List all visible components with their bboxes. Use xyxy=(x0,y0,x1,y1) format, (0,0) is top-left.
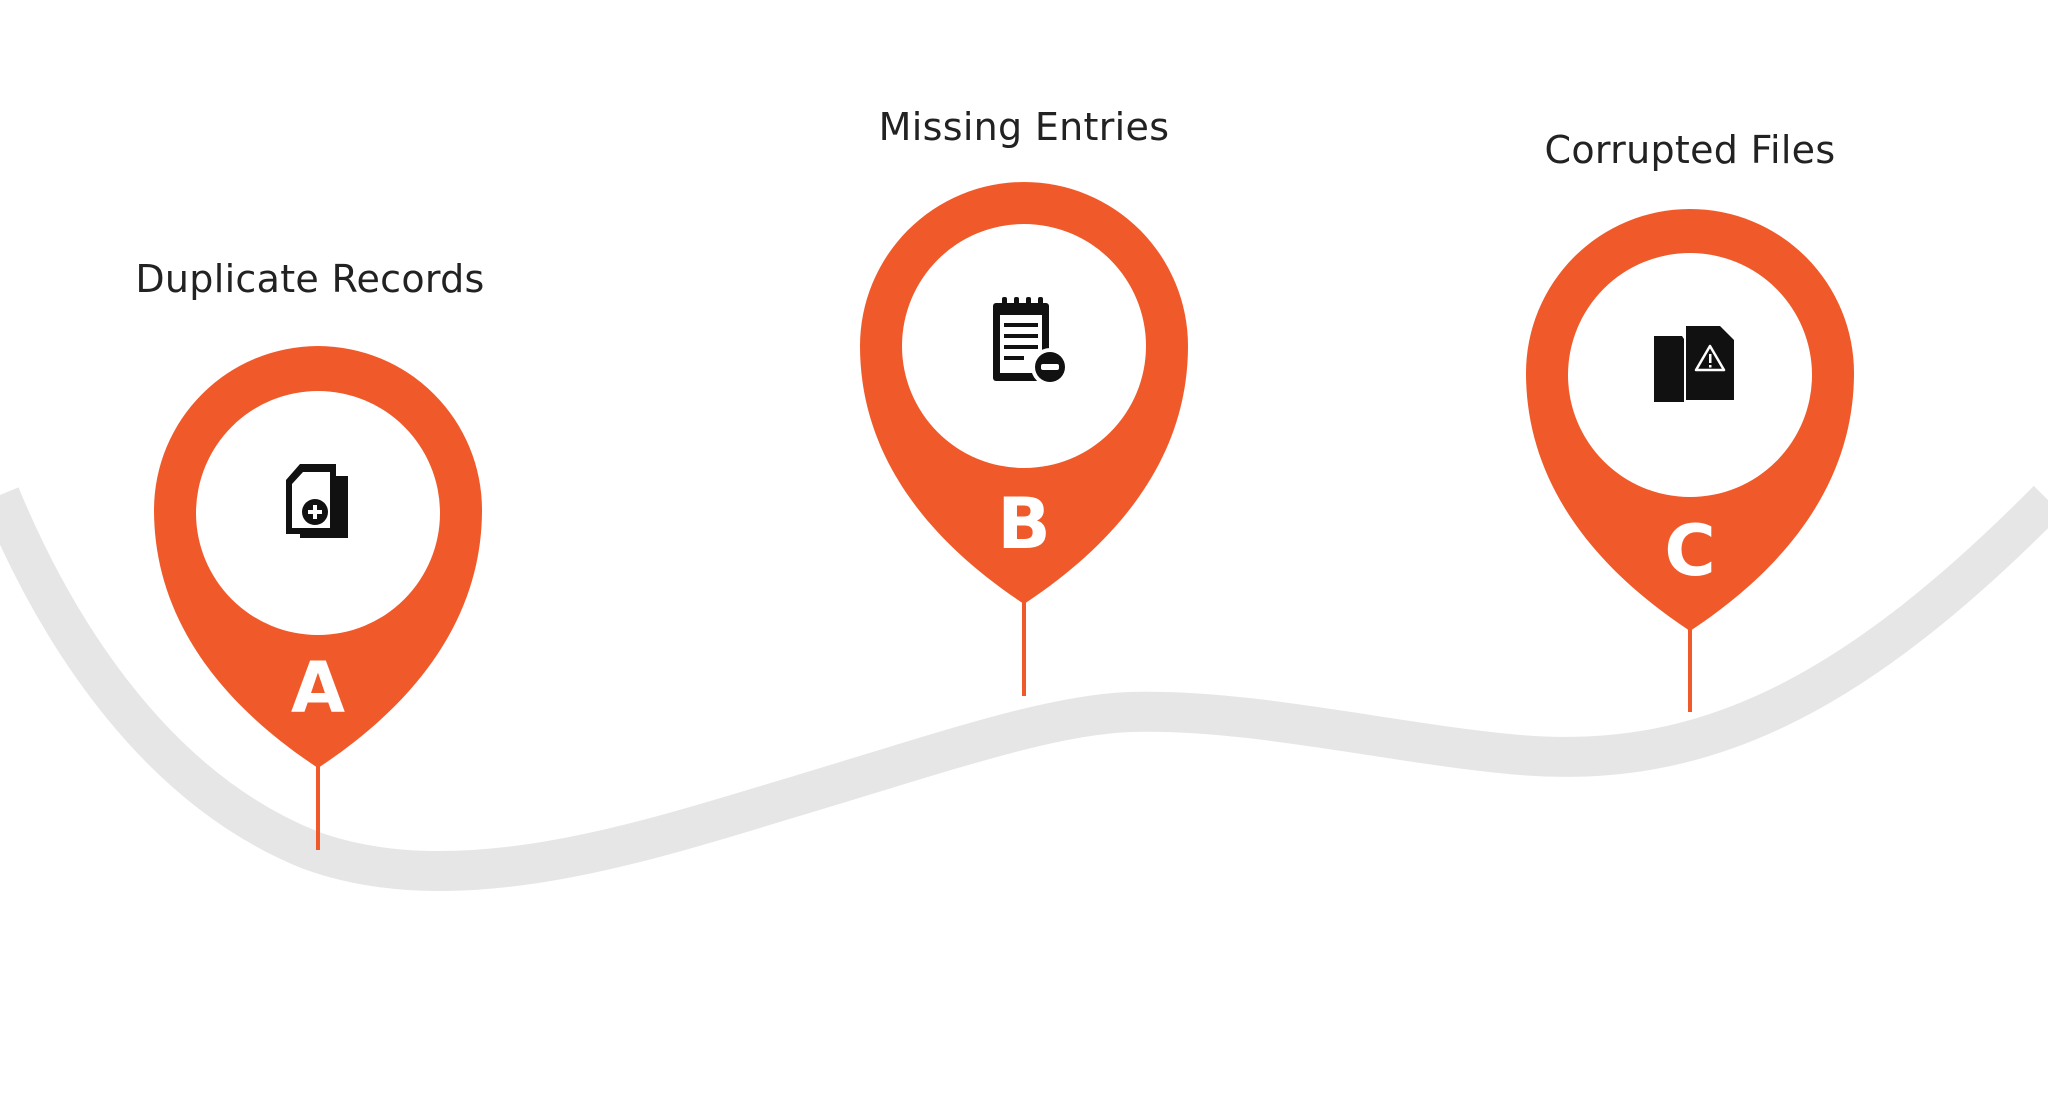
pin-a-letter: A xyxy=(291,647,345,729)
label-corrupted-files: Corrupted Files xyxy=(1544,128,1836,172)
pin-c: C xyxy=(1526,209,1854,712)
pin-c-letter: C xyxy=(1664,510,1715,592)
label-duplicate-records: Duplicate Records xyxy=(135,257,485,301)
file-warning-icon xyxy=(1654,326,1736,404)
label-missing-entries: Missing Entries xyxy=(878,105,1170,149)
file-plus-icon xyxy=(286,464,348,538)
pin-b: B xyxy=(860,182,1188,696)
road-path xyxy=(0,485,2048,892)
notepad-minus-icon xyxy=(993,297,1069,386)
pin-a: A xyxy=(154,346,482,850)
pin-b-letter: B xyxy=(997,483,1050,565)
